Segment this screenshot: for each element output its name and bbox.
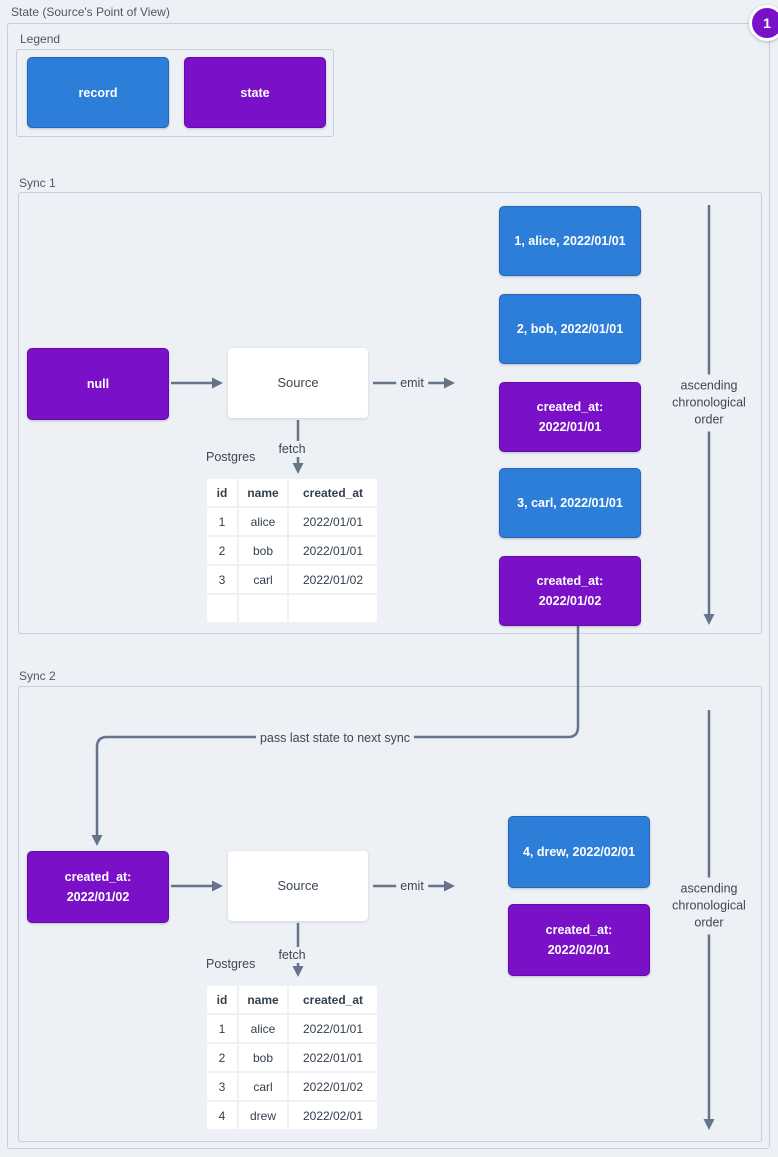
state-text-line2: 2022/01/02 bbox=[538, 594, 602, 608]
state-text-line1: created_at: bbox=[536, 574, 604, 588]
sync2-fetch-label: fetch bbox=[274, 947, 310, 963]
order-note-line: ascending bbox=[680, 378, 738, 393]
state-text-line2: 2022/02/01 bbox=[547, 943, 611, 957]
table-row: 2 bob 2022/01/01 bbox=[207, 1044, 377, 1071]
table-header-row: id name created_at bbox=[207, 986, 377, 1013]
cell-id: 1 bbox=[207, 508, 237, 535]
state-text-line1: created_at: bbox=[545, 923, 613, 937]
cell-id: 3 bbox=[207, 566, 237, 593]
table-row: 4 drew 2022/02/01 bbox=[207, 1102, 377, 1129]
state-text-line2: 2022/01/01 bbox=[538, 420, 602, 434]
col-header-id: id bbox=[207, 479, 237, 506]
col-header-name: name bbox=[239, 479, 287, 506]
col-header-created-at: created_at bbox=[289, 986, 377, 1013]
emitted-record-box: 3, carl, 2022/01/01 bbox=[499, 468, 641, 538]
table-row-empty bbox=[207, 595, 377, 622]
sync1-label: Sync 1 bbox=[19, 176, 56, 190]
cell-id bbox=[207, 595, 237, 622]
cell-created-at: 2022/01/01 bbox=[289, 1015, 377, 1042]
table-row: 1 alice 2022/01/01 bbox=[207, 1015, 377, 1042]
cell-created-at: 2022/02/01 bbox=[289, 1102, 377, 1129]
emitted-record-box: 1, alice, 2022/01/01 bbox=[499, 206, 641, 276]
order-note-line: chronological bbox=[672, 898, 746, 913]
sync1-emit-label: emit bbox=[396, 375, 428, 391]
table-row: 3 carl 2022/01/02 bbox=[207, 1073, 377, 1100]
source-label: Source bbox=[277, 375, 319, 390]
outer-panel bbox=[7, 23, 770, 1149]
emitted-record-box: 4, drew, 2022/02/01 bbox=[508, 816, 650, 888]
cell-id: 3 bbox=[207, 1073, 237, 1100]
record-text: 1, alice, 2022/01/01 bbox=[514, 234, 626, 248]
sync2-input-state-box: created_at: 2022/01/02 bbox=[27, 851, 169, 923]
cell-created-at: 2022/01/01 bbox=[289, 537, 377, 564]
annotation-badge: 1 bbox=[749, 5, 778, 41]
sync2-label: Sync 2 bbox=[19, 669, 56, 683]
legend-record-box: record bbox=[27, 57, 169, 128]
emitted-state-box: created_at: 2022/01/01 bbox=[499, 382, 641, 452]
cell-name: bob bbox=[239, 1044, 287, 1071]
order-note-line: order bbox=[694, 412, 724, 427]
cell-created-at: 2022/01/02 bbox=[289, 1073, 377, 1100]
cell-id: 2 bbox=[207, 537, 237, 564]
state-text-line1: created_at: bbox=[536, 400, 604, 414]
cell-id: 1 bbox=[207, 1015, 237, 1042]
sync2-order-note: ascending chronological order bbox=[670, 877, 748, 935]
emitted-state-box: created_at: 2022/01/02 bbox=[499, 556, 641, 626]
emitted-state-box: created_at: 2022/02/01 bbox=[508, 904, 650, 976]
table-row: 2 bob 2022/01/01 bbox=[207, 537, 377, 564]
sync2-emit-label: emit bbox=[396, 878, 428, 894]
cell-created-at bbox=[289, 595, 377, 622]
record-text: 2, bob, 2022/01/01 bbox=[516, 322, 624, 336]
state-text-line2: 2022/01/02 bbox=[66, 890, 130, 904]
cell-name: alice bbox=[239, 1015, 287, 1042]
pass-state-label: pass last state to next sync bbox=[255, 730, 415, 746]
record-text: 3, carl, 2022/01/01 bbox=[517, 496, 623, 510]
legend-label: Legend bbox=[20, 32, 61, 46]
col-header-created-at: created_at bbox=[289, 479, 377, 506]
emitted-record-box: 2, bob, 2022/01/01 bbox=[499, 294, 641, 364]
cell-created-at: 2022/01/02 bbox=[289, 566, 377, 593]
cell-created-at: 2022/01/01 bbox=[289, 508, 377, 535]
cell-name: carl bbox=[239, 1073, 287, 1100]
sync2-postgres-table: id name created_at 1 alice 2022/01/01 2 … bbox=[205, 984, 379, 1131]
cell-name bbox=[239, 595, 287, 622]
sync2-source-box: Source bbox=[228, 851, 368, 921]
sync2-postgres-label: Postgres bbox=[206, 957, 256, 971]
sync1-fetch-label: fetch bbox=[274, 441, 310, 457]
cell-id: 4 bbox=[207, 1102, 237, 1129]
page-title: State (Source's Point of View) bbox=[11, 5, 170, 19]
order-note-line: ascending bbox=[680, 881, 738, 896]
table-row: 3 carl 2022/01/02 bbox=[207, 566, 377, 593]
sync1-postgres-label: Postgres bbox=[206, 450, 256, 464]
col-header-id: id bbox=[207, 986, 237, 1013]
order-note-line: chronological bbox=[672, 395, 746, 410]
legend-state-box: state bbox=[184, 57, 326, 128]
source-label: Source bbox=[277, 878, 319, 893]
cell-name: alice bbox=[239, 508, 287, 535]
cell-name: bob bbox=[239, 537, 287, 564]
legend-state-label: state bbox=[240, 85, 270, 100]
cell-name: drew bbox=[239, 1102, 287, 1129]
cell-created-at: 2022/01/01 bbox=[289, 1044, 377, 1071]
sync1-input-state-box: null bbox=[27, 348, 169, 420]
sync1-order-note: ascending chronological order bbox=[670, 374, 748, 432]
record-text: 4, drew, 2022/02/01 bbox=[522, 845, 636, 859]
cell-id: 2 bbox=[207, 1044, 237, 1071]
state-text-line1: null bbox=[86, 377, 110, 391]
state-text-line1: created_at: bbox=[64, 870, 132, 884]
order-note-line: order bbox=[694, 915, 724, 930]
sync1-postgres-table: id name created_at 1 alice 2022/01/01 2 … bbox=[205, 477, 379, 624]
table-row: 1 alice 2022/01/01 bbox=[207, 508, 377, 535]
cell-name: carl bbox=[239, 566, 287, 593]
col-header-name: name bbox=[239, 986, 287, 1013]
legend-panel bbox=[16, 49, 334, 137]
table-header-row: id name created_at bbox=[207, 479, 377, 506]
legend-record-label: record bbox=[78, 85, 118, 100]
sync1-source-box: Source bbox=[228, 348, 368, 418]
